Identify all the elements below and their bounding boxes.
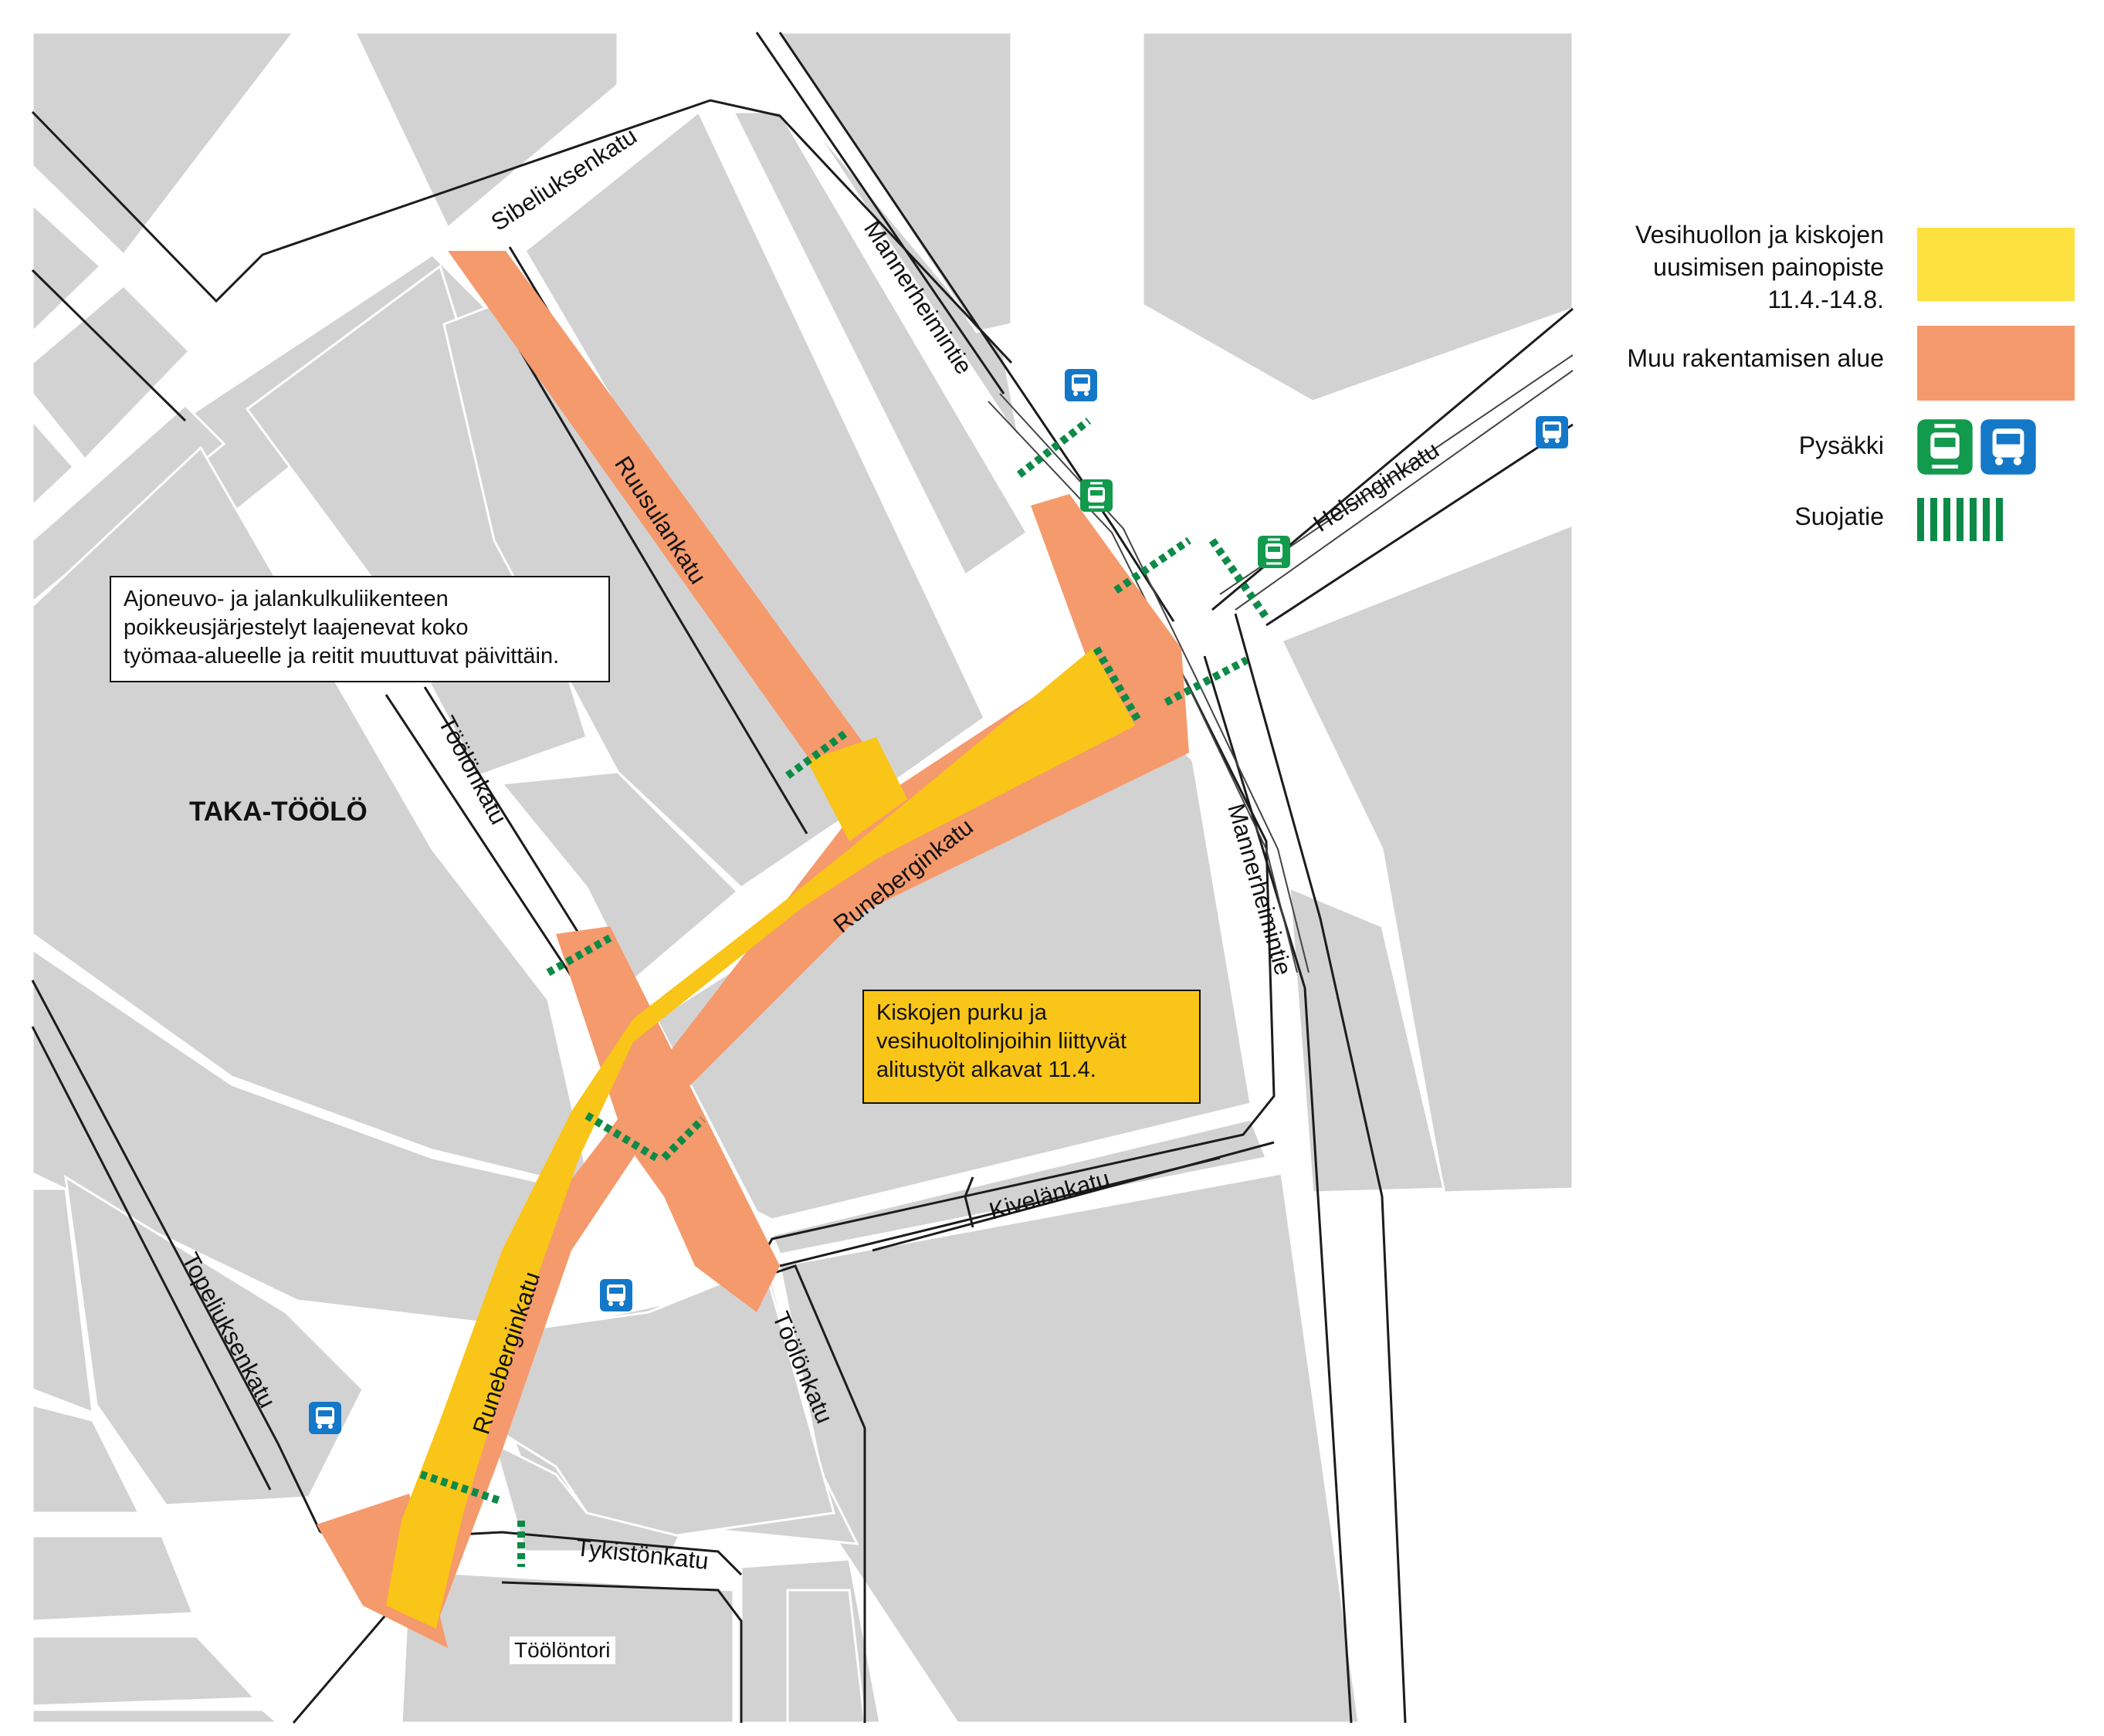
place-label-toolontori: Töölöntori xyxy=(510,1636,615,1664)
construction-area-toolonkatu xyxy=(556,926,780,1312)
crosswalk-toolonkatu-mid xyxy=(661,1116,706,1161)
legend-swatch-focus-area xyxy=(1917,228,2075,301)
crosswalk-helsinginkatu xyxy=(1208,538,1270,620)
crosswalk-runeberginkatu-s xyxy=(419,1470,503,1505)
crosswalk-mannerheimintie-e xyxy=(1164,656,1249,706)
legend-stop-icons xyxy=(1917,419,2036,475)
legend-swatch-other-construction xyxy=(1917,326,2075,401)
traffic-note: Ajoneuvo- ja jalankulkuliikenteen poikke… xyxy=(110,576,610,682)
bus-stop-icon xyxy=(600,1279,632,1311)
crosswalk-toolonkatu-n xyxy=(546,934,612,976)
bus-stop-icon xyxy=(1980,419,2036,475)
district-label: TAKA-TÖÖLÖ xyxy=(189,797,368,827)
legend-label-other-construction: Muu rakentamisen alue xyxy=(1627,344,1884,372)
crosswalk-runeberginkatu-ne xyxy=(1093,646,1143,724)
legend-label-focus-area: Vesihuollon ja kiskojen uusimisen painop… xyxy=(1635,221,1884,313)
crosswalk-icon xyxy=(1917,498,2003,541)
crosswalk-runeberginkatu-mid xyxy=(584,1112,659,1162)
bus-stop-icon xyxy=(1065,369,1097,401)
crosswalks xyxy=(419,418,1270,1567)
crosswalk-ruusulankatu xyxy=(785,729,848,780)
legend-label-crosswalk: Suojatie xyxy=(1794,503,1884,530)
crosswalk-sibeliuksenkatu xyxy=(1016,418,1092,478)
crosswalk-mannerheimintie-n xyxy=(1113,536,1191,594)
bus-stop-icon xyxy=(309,1402,341,1434)
focus-area-runeberginkatu xyxy=(386,648,1135,1629)
construction-area-ruusulankatu xyxy=(448,251,896,826)
tram-stop-icon xyxy=(1079,478,1114,513)
tram-stop-icon xyxy=(1256,534,1292,570)
focus-area-ruusulankatu-junction xyxy=(807,737,907,841)
rails-note: Kiskojen purku ja vesihuoltolinjoihin li… xyxy=(862,990,1201,1104)
legend-label-stop: Pysäkki xyxy=(1798,431,1884,459)
tram-stop-icon xyxy=(1917,419,1973,475)
